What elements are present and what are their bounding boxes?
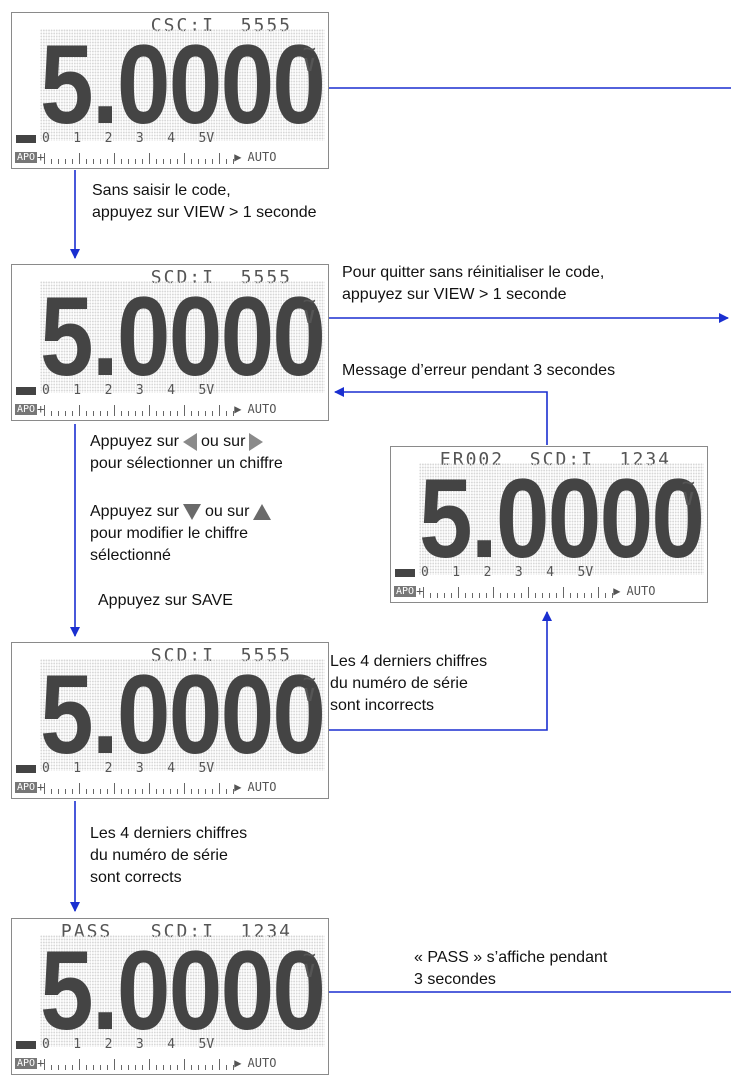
auto-range-label: AUTO <box>247 150 277 164</box>
unit-label: V <box>682 488 694 510</box>
scale-labels: 0 1 2 3 4 5V <box>42 1037 215 1052</box>
label-correct: Les 4 derniers chiffres du numéro de sér… <box>90 823 247 889</box>
bargraph-ticks <box>44 781 235 794</box>
ac-volt-indicator: ~V <box>681 471 695 510</box>
auto-range-label: AUTO <box>247 1056 277 1070</box>
label-line: appuyez sur VIEW > 1 seconde <box>342 286 567 303</box>
apo-badge: APO <box>15 1058 38 1069</box>
ac-wave-icon: ~ <box>302 37 316 62</box>
ac-volt-indicator: ~V <box>302 37 316 76</box>
unit-label: V <box>303 54 315 76</box>
label-line: du numéro de série <box>90 847 228 864</box>
lcd-main-reading: 5.0000 <box>40 274 326 399</box>
label-text: Appuyez sur <box>90 433 179 450</box>
battery-icon <box>16 764 36 773</box>
unit-label: V <box>303 960 315 982</box>
label-line: appuyez sur VIEW > 1 seconde <box>92 204 317 221</box>
label-select-digit: Appuyez sur ou sur pour sélectionner un c… <box>90 431 283 475</box>
ac-wave-icon: ~ <box>302 667 316 692</box>
bargraph-ticks <box>44 1057 235 1070</box>
label-quit: Pour quitter sans réinitialiser le code,… <box>342 262 604 306</box>
scale-labels: 0 1 2 3 4 5V <box>42 761 215 776</box>
label-line: Sans saisir le code, <box>92 182 231 199</box>
unit-label: V <box>303 306 315 328</box>
lcd-screen-pass: PASS SCD:I 1234 5.0000 ~V 0 1 2 3 4 5V A… <box>11 918 329 1075</box>
auto-range-label: AUTO <box>626 584 656 598</box>
up-arrow-icon <box>253 503 272 520</box>
lcd-main-reading: 5.0000 <box>40 928 326 1053</box>
apo-badge: APO <box>394 586 417 597</box>
auto-range-label: AUTO <box>247 780 277 794</box>
label-line: Appuyez sur ou sur <box>90 431 283 453</box>
bargraph-scale: 0 1 2 3 4 5V <box>16 1037 326 1052</box>
lcd-screen-scd-edit: SCD:I 5555 5.0000 ~V 0 1 2 3 4 5V APO+▶A… <box>11 642 329 799</box>
label-line: Les 4 derniers chiffres <box>330 653 488 670</box>
lcd-screen-error: ER002 SCD:I 1234 5.0000 ~V 0 1 2 3 4 5V … <box>390 446 708 603</box>
ac-volt-indicator: ~V <box>302 289 316 328</box>
bargraph-ticks <box>44 403 235 416</box>
bargraph-scale: 0 1 2 3 4 5V <box>16 131 326 146</box>
label-text: Appuyez sur <box>90 503 179 520</box>
bargraph: APO+▶AUTO <box>394 584 656 598</box>
lcd-main-reading: 5.0000 <box>40 652 326 777</box>
unit-label: V <box>303 684 315 706</box>
ac-wave-icon: ~ <box>302 943 316 968</box>
battery-icon <box>16 386 36 395</box>
bargraph-scale: 0 1 2 3 4 5V <box>16 383 326 398</box>
apo-badge: APO <box>15 782 38 793</box>
label-line: sont incorrects <box>330 697 435 714</box>
label-line: pour modifier le chiffre <box>90 525 248 542</box>
label-line: sélectionné <box>90 547 171 564</box>
bargraph-ticks <box>44 151 235 164</box>
apo-badge: APO <box>15 404 38 415</box>
ac-wave-icon: ~ <box>302 289 316 314</box>
lcd-screen-csc: CSC:I 5555 5.0000 ~V 0 1 2 3 4 5V APO+▶A… <box>11 12 329 169</box>
scale-labels: 0 1 2 3 4 5V <box>421 565 594 580</box>
label-incorrect: Les 4 derniers chiffres du numéro de sér… <box>330 651 487 717</box>
label-error-message: Message d’erreur pendant 3 secondes <box>342 362 616 379</box>
lcd-main-reading: 5.0000 <box>419 456 705 581</box>
label-text: ou sur <box>204 503 250 520</box>
label-line: Pour quitter sans réinitialiser le code, <box>342 264 605 281</box>
battery-icon <box>16 1040 36 1049</box>
apo-badge: APO <box>15 152 38 163</box>
label-save: Appuyez sur SAVE <box>98 592 233 609</box>
bargraph: APO+▶AUTO <box>15 780 277 794</box>
battery-icon <box>395 568 415 577</box>
scale-labels: 0 1 2 3 4 5V <box>42 383 215 398</box>
label-line: Les 4 derniers chiffres <box>90 825 248 842</box>
label-line: « PASS » s’affiche pendant <box>414 949 608 966</box>
ac-volt-indicator: ~V <box>302 943 316 982</box>
down-arrow-icon <box>182 503 201 520</box>
label-line: du numéro de série <box>330 675 468 692</box>
label-text: ou sur <box>200 433 246 450</box>
bargraph: APO+▶AUTO <box>15 402 277 416</box>
bargraph-ticks <box>423 585 614 598</box>
label-line: sont corrects <box>90 869 182 886</box>
lcd-screen-scd: SCD:I 5555 5.0000 ~V 0 1 2 3 4 5V APO+▶A… <box>11 264 329 421</box>
bargraph-scale: 0 1 2 3 4 5V <box>395 565 705 580</box>
bargraph: APO+▶AUTO <box>15 150 277 164</box>
label-pass: « PASS » s’affiche pendant 3 secondes <box>414 947 607 991</box>
left-arrow-icon <box>182 432 197 451</box>
label-line: pour sélectionner un chiffre <box>90 455 283 472</box>
label-modify-digit: Appuyez sur ou sur pour modifier le chiff… <box>90 501 275 567</box>
ac-wave-icon: ~ <box>681 471 695 496</box>
lcd-main-reading: 5.0000 <box>40 22 326 147</box>
bargraph-scale: 0 1 2 3 4 5V <box>16 761 326 776</box>
label-no-code: Sans saisir le code, appuyez sur VIEW > … <box>92 180 317 224</box>
battery-icon <box>16 134 36 143</box>
bargraph: APO+▶AUTO <box>15 1056 277 1070</box>
ac-volt-indicator: ~V <box>302 667 316 706</box>
scale-labels: 0 1 2 3 4 5V <box>42 131 215 146</box>
right-arrow-icon <box>249 432 264 451</box>
label-line: Appuyez sur ou sur <box>90 501 275 523</box>
arrow-error-to-scd <box>334 387 548 445</box>
label-line: 3 secondes <box>414 971 496 988</box>
auto-range-label: AUTO <box>247 402 277 416</box>
